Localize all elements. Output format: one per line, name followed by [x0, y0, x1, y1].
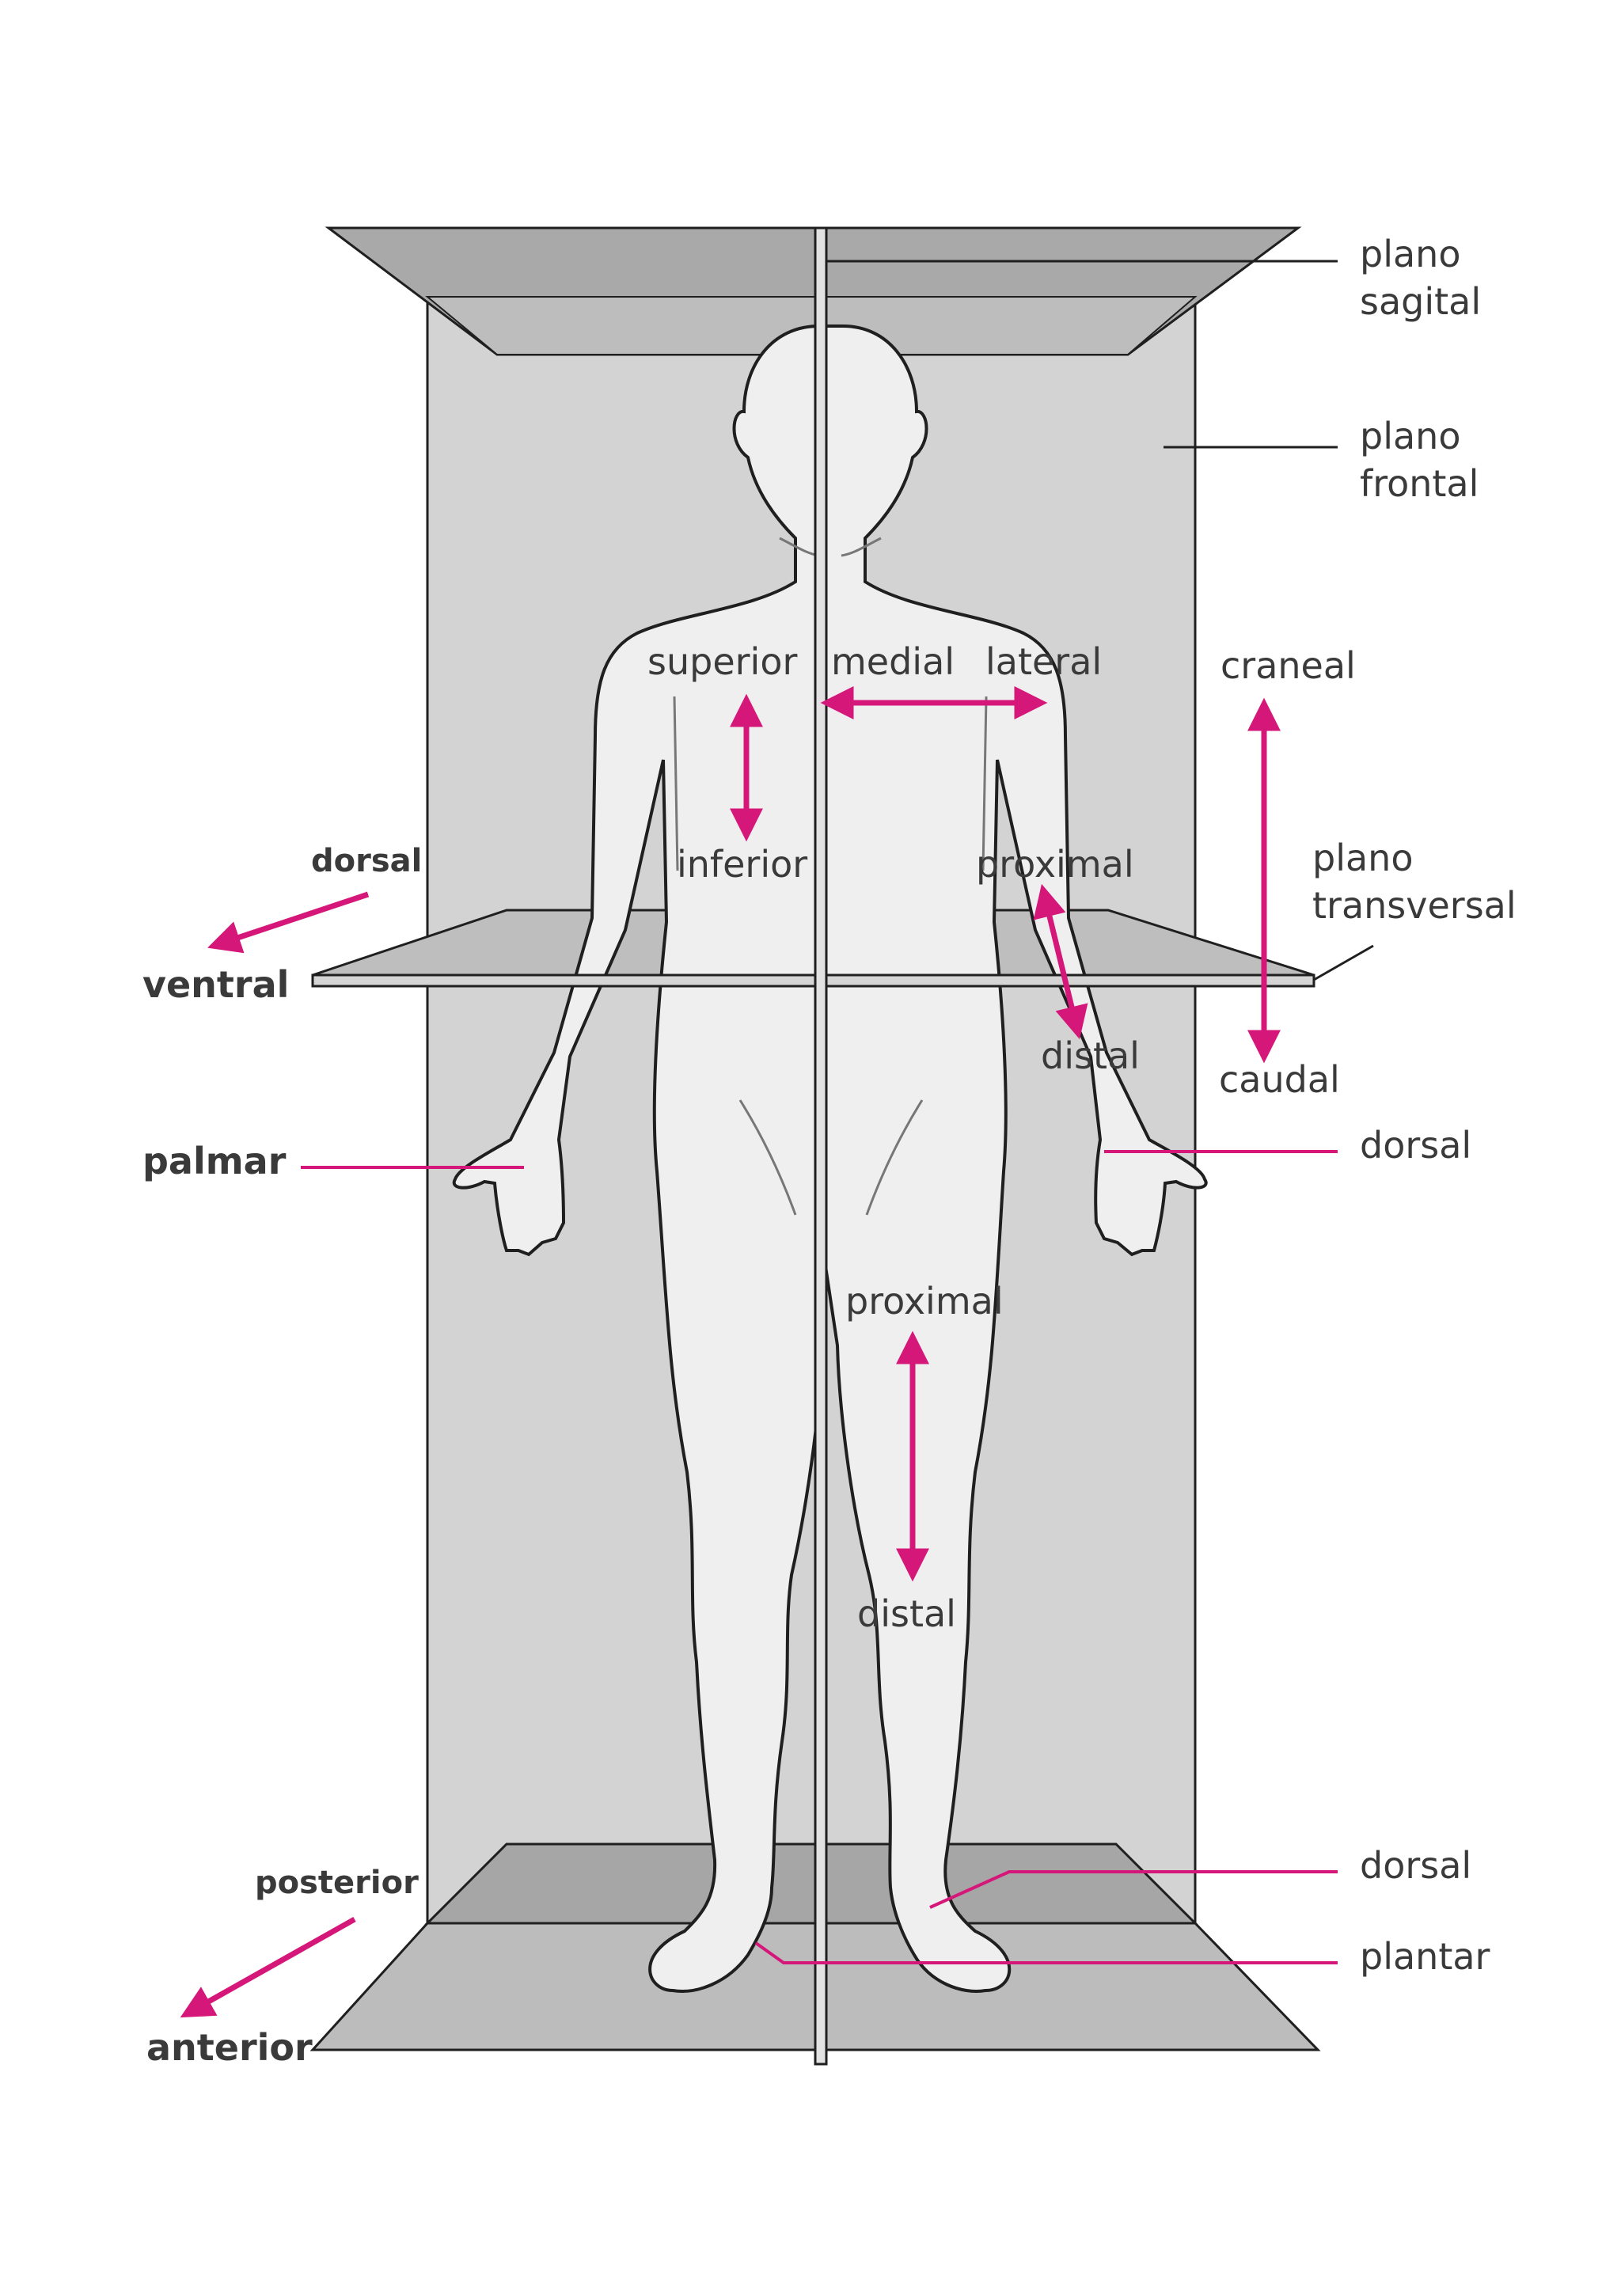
label-ventral: ventral	[142, 963, 290, 1006]
arrow-dorsal-ventral	[207, 891, 370, 954]
label-lateral: lateral	[985, 640, 1103, 683]
label-proximal-arm: proximal	[976, 843, 1134, 886]
label-anterior: anterior	[146, 2026, 313, 2069]
label-posterior: posterior	[255, 1865, 419, 1901]
arrow-posterior-anterior	[180, 1916, 356, 2018]
floor-plane-back	[424, 1842, 1198, 1925]
label-caudal: caudal	[1219, 1058, 1340, 1101]
sagittal-plane	[814, 226, 828, 2066]
label-plantar: plantar	[1360, 1935, 1490, 1978]
label-proximal-leg: proximal	[845, 1280, 1004, 1323]
leader-dorsal-foot	[929, 1870, 1338, 1909]
label-distal-leg: distal	[857, 1592, 956, 1635]
leader-plano-transversal	[1313, 944, 1374, 981]
body-silhouette	[452, 324, 1208, 1993]
label-plano-frontal: plano frontal	[1360, 415, 1479, 505]
label-plano-transversal: plano transversal	[1312, 837, 1517, 927]
label-medial: medial	[831, 640, 955, 683]
label-dorsal-left: dorsal	[311, 843, 423, 879]
label-palmar: palmar	[142, 1140, 287, 1182]
leader-plantar	[754, 1941, 1338, 1964]
label-dorsal-hand: dorsal	[1360, 1124, 1472, 1167]
label-distal-arm: distal	[1041, 1034, 1140, 1077]
label-inferior: inferior	[677, 843, 808, 886]
arrow-proximal-distal-arm	[1033, 883, 1088, 1040]
label-dorsal-foot: dorsal	[1360, 1844, 1472, 1887]
label-superior: superior	[647, 640, 798, 683]
body-detail-lines	[673, 537, 988, 1216]
label-craneal: craneal	[1220, 644, 1356, 687]
label-plano-sagital: plano sagital	[1360, 233, 1482, 323]
transverse-plane-edge	[311, 973, 1315, 988]
